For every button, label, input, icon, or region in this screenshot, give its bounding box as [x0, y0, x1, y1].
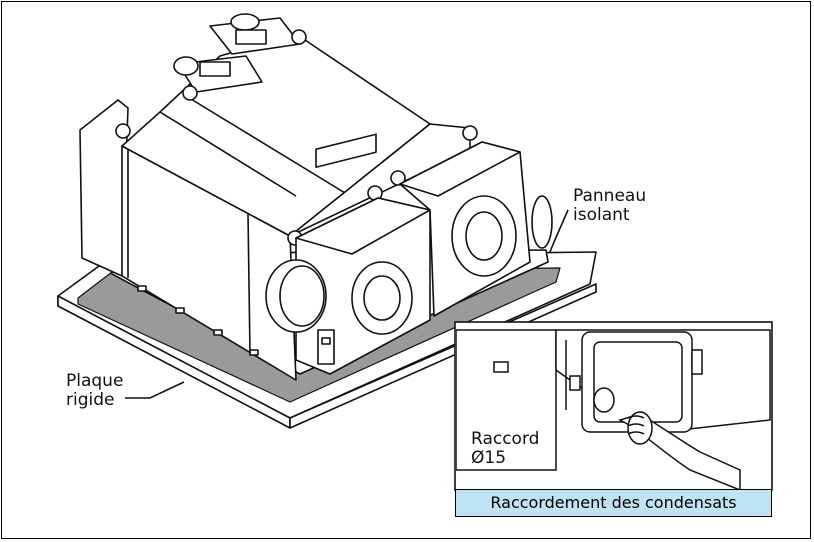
label-panneau-line2: isolant — [573, 205, 630, 225]
label-raccord-line2: Ø15 — [471, 448, 507, 468]
label-raccord-line1: Raccord — [471, 429, 540, 449]
main-unit — [79, 33, 471, 381]
label-panneau-isolant: Panneau isolant — [571, 186, 649, 225]
front-connector — [317, 329, 335, 365]
screws — [115, 29, 478, 246]
label-plaque-line2: rigide — [66, 390, 115, 410]
label-panneau-line1: Panneau — [573, 186, 647, 206]
front-duct-box-right — [399, 141, 553, 317]
leader-panneau — [549, 209, 569, 253]
label-plaque-line1: Plaque — [66, 371, 124, 391]
label-plaque-rigide: Plaque rigide — [64, 371, 126, 410]
rear-duct-collars — [173, 13, 301, 93]
inset-caption: Raccordement des condensats — [455, 489, 772, 517]
label-raccord: Raccord Ø15 — [469, 429, 542, 468]
